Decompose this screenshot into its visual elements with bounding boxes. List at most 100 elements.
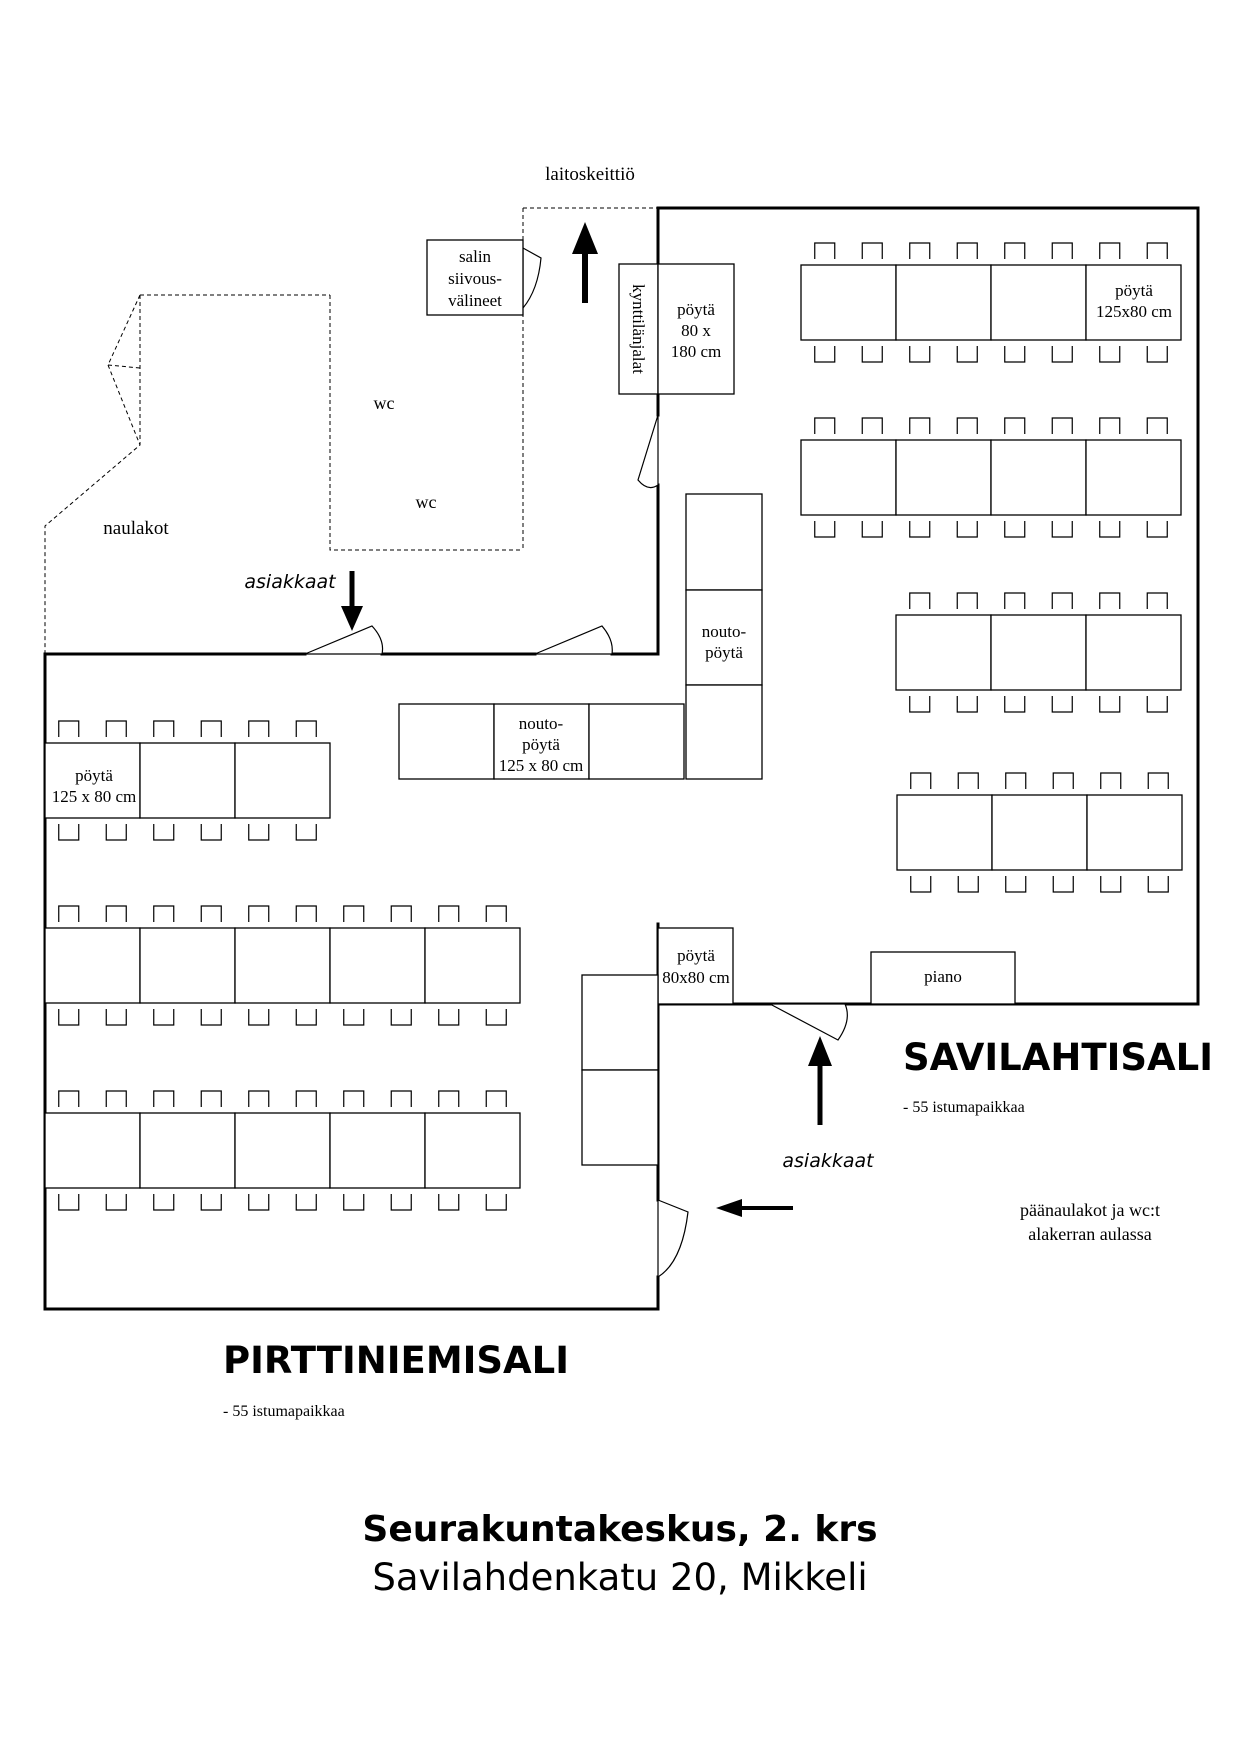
chair [861,242,883,259]
arrow-down-customers [341,571,363,631]
chair [1051,417,1073,434]
pickup-vertical-label-2: pöytä [705,643,743,662]
kitchen-label: laitoskeittiö [545,164,635,185]
dining-table [1085,264,1182,341]
chair [485,1194,507,1211]
cleaning-label-1: salin [459,247,492,266]
dining-table [800,264,897,341]
dining-table [424,927,521,1004]
chair [1099,521,1121,538]
door-savilahti [769,1003,848,1041]
dining-table [990,264,1087,341]
table-right-label-2: 125x80 cm [1096,302,1172,321]
cleaning-label-2: siivous- [448,269,502,288]
coats-label: naulakot [103,518,169,539]
chair [390,1194,412,1211]
chair [1004,592,1026,609]
chair [153,905,175,922]
candles-label: kynttilänjalat [629,284,648,374]
chair [1051,242,1073,259]
table-80x180-label-2: 80 x [681,321,711,340]
dining-table [139,1112,236,1189]
chair [861,346,883,363]
table-80x180 [657,263,735,395]
savilahti-row-3 [895,592,1182,713]
doors [304,246,848,1279]
savilahti-room-name: SAVILAHTISALI [903,1036,1213,1079]
door-pirttiniemi [657,1199,689,1279]
footer: Seurakuntakeskus, 2. krs Savilahdenkatu … [362,1509,877,1599]
dining-table [990,439,1087,516]
side-table-1 [581,974,659,1071]
chair [105,824,127,841]
chair [1100,876,1122,893]
chair [814,242,836,259]
chair [957,876,979,893]
chair [153,824,175,841]
chair [248,1009,270,1026]
pickup-horizontal-3 [588,703,685,780]
chair [861,521,883,538]
chair [248,1090,270,1107]
table-80x80-label-2: 80x80 cm [662,968,730,987]
arrow-up-kitchen [572,222,598,303]
chair [1099,696,1121,713]
table-left-label-1: pöytä [75,766,113,785]
chair [1100,772,1122,789]
chair [295,1090,317,1107]
chair [1147,772,1169,789]
chair [105,1009,127,1026]
chair [58,1090,80,1107]
savilahti-seats: - 55 istumapaikkaa [903,1099,1025,1116]
chair [343,905,365,922]
chair [1051,521,1073,538]
dining-table [234,1112,331,1189]
dining-table [896,794,993,871]
chair [909,242,931,259]
chair [1146,592,1168,609]
dining-table [234,742,331,819]
chair [295,824,317,841]
chair [1005,772,1027,789]
chair [1051,592,1073,609]
dining-table [234,927,331,1004]
chair [909,592,931,609]
chair [153,720,175,737]
chair [200,1194,222,1211]
cleaning-label-3: välineet [448,291,502,310]
chair [1147,876,1169,893]
pickup-vertical-1 [685,493,763,591]
chair [909,346,931,363]
chair [814,346,836,363]
chair [956,592,978,609]
chair [58,824,80,841]
table-labels: pöytä 125x80 cm pöytä 125 x 80 cm [52,281,1172,806]
dining-table [895,264,992,341]
chair [1146,521,1168,538]
door-kitchen-side [534,625,613,655]
dining-table [1085,439,1182,516]
piano [870,951,1016,1005]
side-table-2 [581,1069,659,1166]
footer-title: Seurakuntakeskus, 2. krs [362,1509,877,1550]
main-coats-label-2: alakerran aulassa [1028,1224,1151,1244]
savilahti-row-2 [800,417,1182,538]
table-80x180-label-1: pöytä [677,300,715,319]
chair [956,242,978,259]
chair [1099,592,1121,609]
chair [343,1009,365,1026]
pirttiniemi-seats: - 55 istumapaikkaa [223,1403,345,1420]
pickup-horizontal-label-3: 125 x 80 cm [499,756,584,775]
chair [1004,242,1026,259]
wc-label-1: wc [374,393,395,413]
chair [1052,876,1074,893]
chair [1099,417,1121,434]
chair [438,1009,460,1026]
chair [105,1090,127,1107]
arrow-left-entrance [716,1199,793,1217]
chair [956,521,978,538]
dining-table [424,1112,521,1189]
chair [1146,346,1168,363]
dining-table [139,927,236,1004]
